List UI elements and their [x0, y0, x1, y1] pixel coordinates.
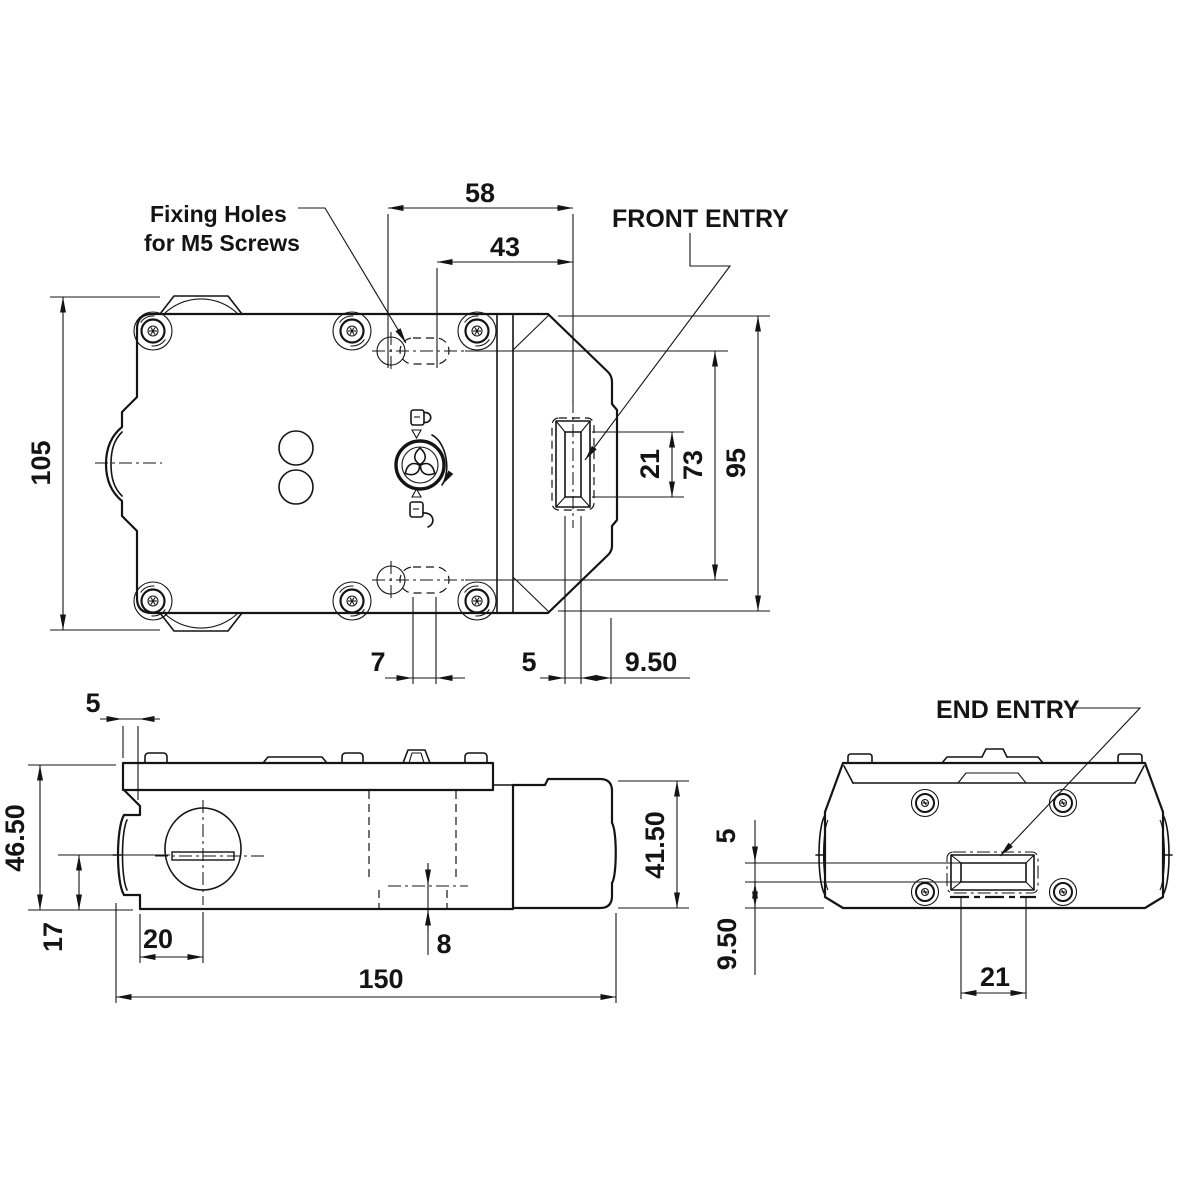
- top-view-dimension-lines: [60, 205, 761, 681]
- dim-58-label: 58: [465, 178, 495, 208]
- dim-8-label: 8: [436, 929, 451, 959]
- end-view: 5 9.50 21 END ENTRY: [711, 696, 1173, 999]
- lid-circle-1: [278, 430, 314, 466]
- dim-5-end-label: 5: [711, 828, 741, 843]
- lock-closed-icon: [410, 409, 432, 426]
- side-view-extension-lines: [28, 726, 689, 1003]
- side-view-head: [511, 777, 617, 910]
- end-view-dimension-lines: [752, 820, 1026, 996]
- torx-screw: [331, 580, 373, 622]
- fixing-holes-label-line2: for M5 Screws: [144, 230, 300, 256]
- end-view-outline: [823, 761, 1165, 910]
- side-view-plate: [121, 761, 495, 792]
- torx-screw: [456, 580, 498, 622]
- fixing-holes-label-line1: Fixing Holes: [150, 201, 287, 227]
- top-view-body-outline: [104, 312, 499, 615]
- top-view: 58 43 105 95 73 21 7 5 9.50 Fixing Holes…: [26, 178, 789, 684]
- release-dial: [394, 439, 446, 491]
- left-conduit-cap: [110, 431, 123, 497]
- dim-95-label: 95: [721, 448, 751, 478]
- end-entry-leader: [999, 707, 1142, 857]
- dim-150-label: 150: [358, 964, 403, 994]
- end-view-conduit-bosses: [815, 814, 1173, 896]
- bottom-conduit-bump: [159, 612, 243, 632]
- end-view-extension-lines: [745, 862, 1027, 999]
- side-view: 5 46.50 17 20 8 150 41.50: [0, 688, 689, 1003]
- side-view-dimension-lines: [37, 716, 680, 1000]
- arrow-down-glyph: [411, 429, 422, 440]
- dim-9-50-end-label: 9.50: [712, 918, 742, 971]
- rotation-arrow-icon: [431, 434, 454, 486]
- top-conduit-bump: [159, 295, 243, 315]
- plate-tabs: [144, 749, 488, 764]
- dim-43-label: 43: [490, 232, 520, 262]
- dim-73-label: 73: [678, 450, 708, 480]
- torx-screw: [132, 580, 174, 622]
- front-entry-leader: [584, 233, 732, 461]
- fixing-holes-leader: [298, 207, 407, 344]
- torx-screw: [1048, 788, 1078, 818]
- dim-46-50-label: 46.50: [0, 804, 30, 872]
- torx-screw: [456, 310, 498, 352]
- head-outline: [495, 312, 619, 615]
- dim-5-label: 5: [521, 647, 536, 677]
- dim-5-side-label: 5: [85, 688, 100, 718]
- dim-105-label: 105: [26, 440, 56, 485]
- front-entry-label: FRONT ENTRY: [612, 205, 789, 233]
- torx-screw: [1048, 877, 1078, 907]
- torx-screw: [910, 788, 940, 818]
- torx-screw: [331, 310, 373, 352]
- lid-circle-2: [278, 469, 314, 505]
- end-view-tabs: [847, 748, 1143, 784]
- dim-41-50-label: 41.50: [640, 811, 670, 879]
- torx-screw: [132, 310, 174, 352]
- dim-17-label: 17: [38, 922, 68, 952]
- fixing-hole-bottom: [372, 561, 465, 599]
- side-view-body: [116, 789, 515, 911]
- hidden-chamber: [368, 791, 468, 909]
- dim-20-label: 20: [143, 924, 173, 954]
- lock-open-icon: [409, 501, 434, 528]
- fixing-hole-top: [372, 332, 465, 370]
- top-view-extension-lines: [50, 214, 770, 684]
- dim-9-50-label: 9.50: [625, 647, 678, 677]
- end-entry-label: END ENTRY: [936, 696, 1080, 724]
- dim-21-end-label: 21: [980, 962, 1010, 992]
- end-entry-slot: [946, 851, 1039, 899]
- arrow-up-glyph: [411, 487, 422, 498]
- dim-21-label: 21: [635, 449, 665, 479]
- front-entry-slot: [551, 400, 595, 528]
- dim-7-label: 7: [370, 647, 385, 677]
